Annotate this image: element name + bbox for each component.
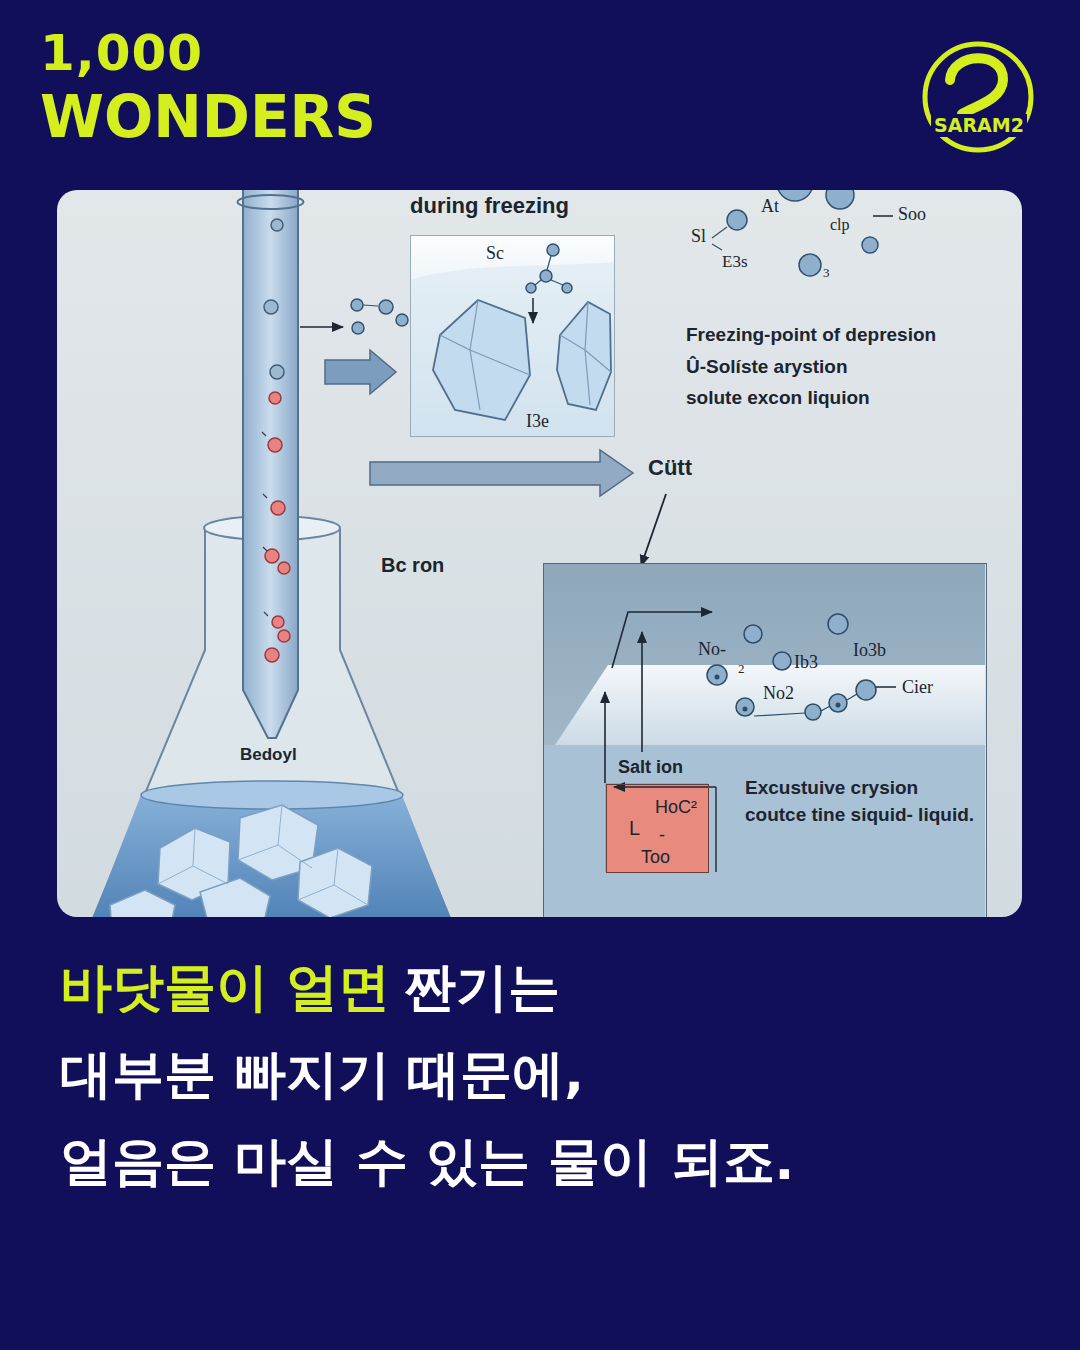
- ion-label: Cier: [902, 677, 933, 698]
- salt-box-text: Too: [641, 847, 670, 868]
- particle-label: E3s: [722, 252, 748, 272]
- salt-box: HoC² L-Too: [606, 784, 709, 873]
- subscript-label: 3: [823, 266, 830, 281]
- inset-box: ScI3e: [410, 235, 615, 437]
- arrow-label: Cütt: [648, 455, 692, 480]
- particle-label: At: [761, 196, 779, 217]
- particle-label: Sc: [486, 243, 504, 264]
- note-line: Û-Solíste arystion: [686, 356, 848, 378]
- salt-ion-label: Salt ion: [618, 757, 683, 778]
- subscript-label: 2: [738, 662, 745, 677]
- salt-box-text: HoC²: [655, 797, 697, 818]
- diagram-title: during freezing: [410, 193, 569, 218]
- particle-label: Soo: [898, 204, 926, 225]
- ion-label: No2: [763, 683, 794, 704]
- caption-block: 바닷물이 얼면짠기는 대부분 빠지기 때문에,얼음은 마실 수 있는 물이 되죠…: [60, 950, 670, 1198]
- crystal-label: I3e: [526, 411, 549, 432]
- ice-layer-box: No- 2 Ib3 Io3bNo2 CierSalt ionExcustuive cry…: [543, 563, 987, 917]
- flask-label: Bedoyl: [240, 745, 297, 765]
- caption-lines: 바닷물이 얼면짠기는 대부분 빠지기 때문에,: [60, 950, 670, 1124]
- brand-logo: [925, 44, 1031, 150]
- ion-label: Ib3: [794, 652, 818, 673]
- panel-art: [88, 190, 985, 917]
- particle-label: clp: [830, 216, 850, 234]
- note-text: Excustuive crysion coutce tine siquid- l…: [745, 775, 981, 828]
- salt-box-text: -: [659, 825, 665, 846]
- area-label: Bc ron: [381, 554, 444, 577]
- note-line: solute excon liquion: [686, 387, 870, 409]
- logo-text: SARAM2: [931, 114, 1027, 137]
- brand-name: WONDERS: [40, 88, 376, 146]
- brand-number: 1,000: [40, 28, 203, 78]
- ion-label: Io3b: [853, 640, 886, 661]
- ion-label: No-: [698, 639, 726, 660]
- particle-label: Sl: [691, 226, 706, 247]
- caption-highlight: 바닷물이 얼면: [60, 957, 390, 1017]
- caption-text: 얼음은 마실 수 있는 물이 되죠.: [60, 1124, 670, 1198]
- salt-box-text: L: [629, 817, 640, 840]
- note-line: Freezing-point of depresion: [686, 324, 936, 346]
